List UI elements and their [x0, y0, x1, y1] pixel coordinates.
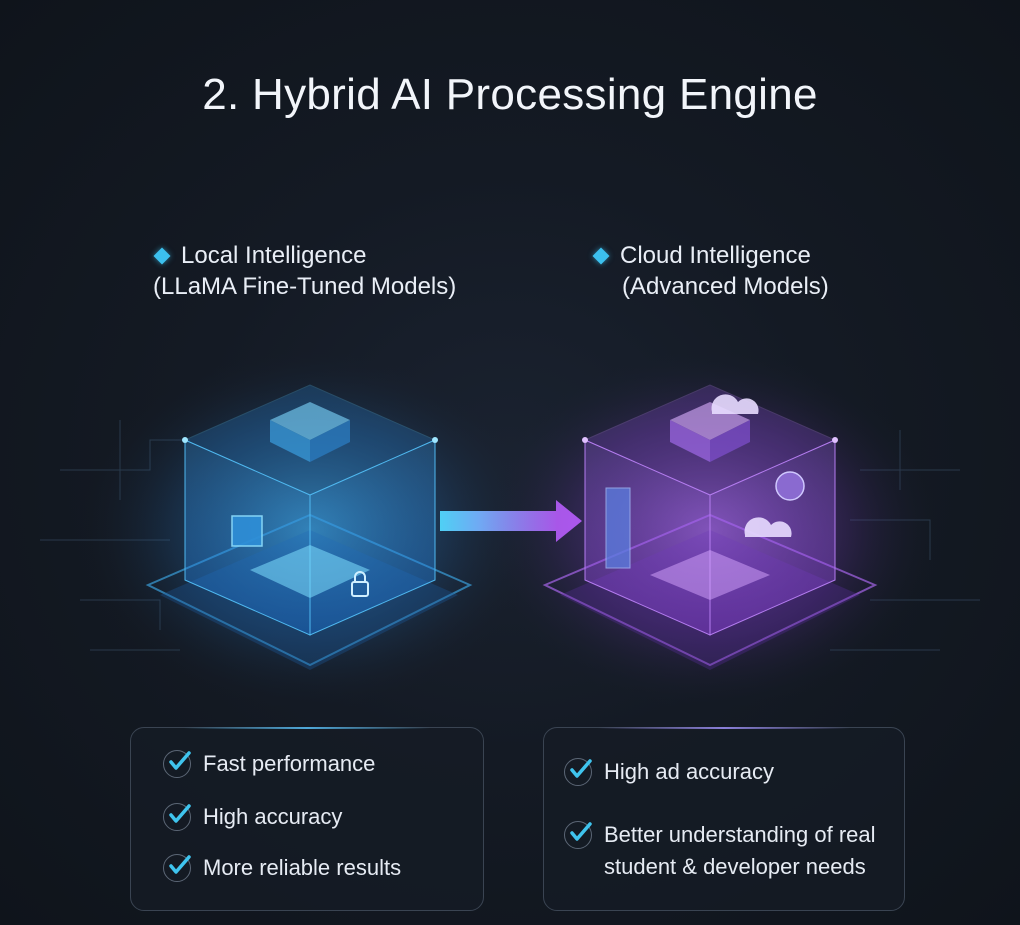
- list-item: More reliable results: [163, 852, 401, 884]
- cloud-benefits-card: High ad accuracy Better understanding of…: [543, 727, 905, 911]
- local-intelligence-heading: Local Intelligence (LLaMA Fine-Tuned Mod…: [153, 240, 456, 302]
- local-label: Local Intelligence: [181, 242, 367, 269]
- checkmark-icon: [564, 758, 592, 786]
- checkmark-icon: [163, 750, 191, 778]
- cloud-sublabel: (Advanced Models): [622, 273, 829, 300]
- list-item: High accuracy: [163, 801, 342, 833]
- list-item: Fast performance: [163, 748, 375, 780]
- list-item: High ad accuracy: [564, 756, 774, 788]
- cloud-intelligence-heading: Cloud Intelligence (Advanced Models): [592, 240, 829, 302]
- list-item: Better understanding of real student & d…: [564, 819, 876, 883]
- local-benefits-card: Fast performance High accuracy More reli…: [130, 727, 484, 911]
- page-title: 2. Hybrid AI Processing Engine: [202, 70, 818, 119]
- checkmark-icon: [163, 854, 191, 882]
- local-sublabel: (LLaMA Fine-Tuned Models): [153, 273, 457, 300]
- checkmark-icon: [163, 803, 191, 831]
- checkmark-icon: [564, 821, 592, 849]
- cloud-label: Cloud Intelligence: [620, 242, 811, 269]
- local-cube-icon: [80, 350, 540, 710]
- cloud-cube-icon: [480, 350, 940, 710]
